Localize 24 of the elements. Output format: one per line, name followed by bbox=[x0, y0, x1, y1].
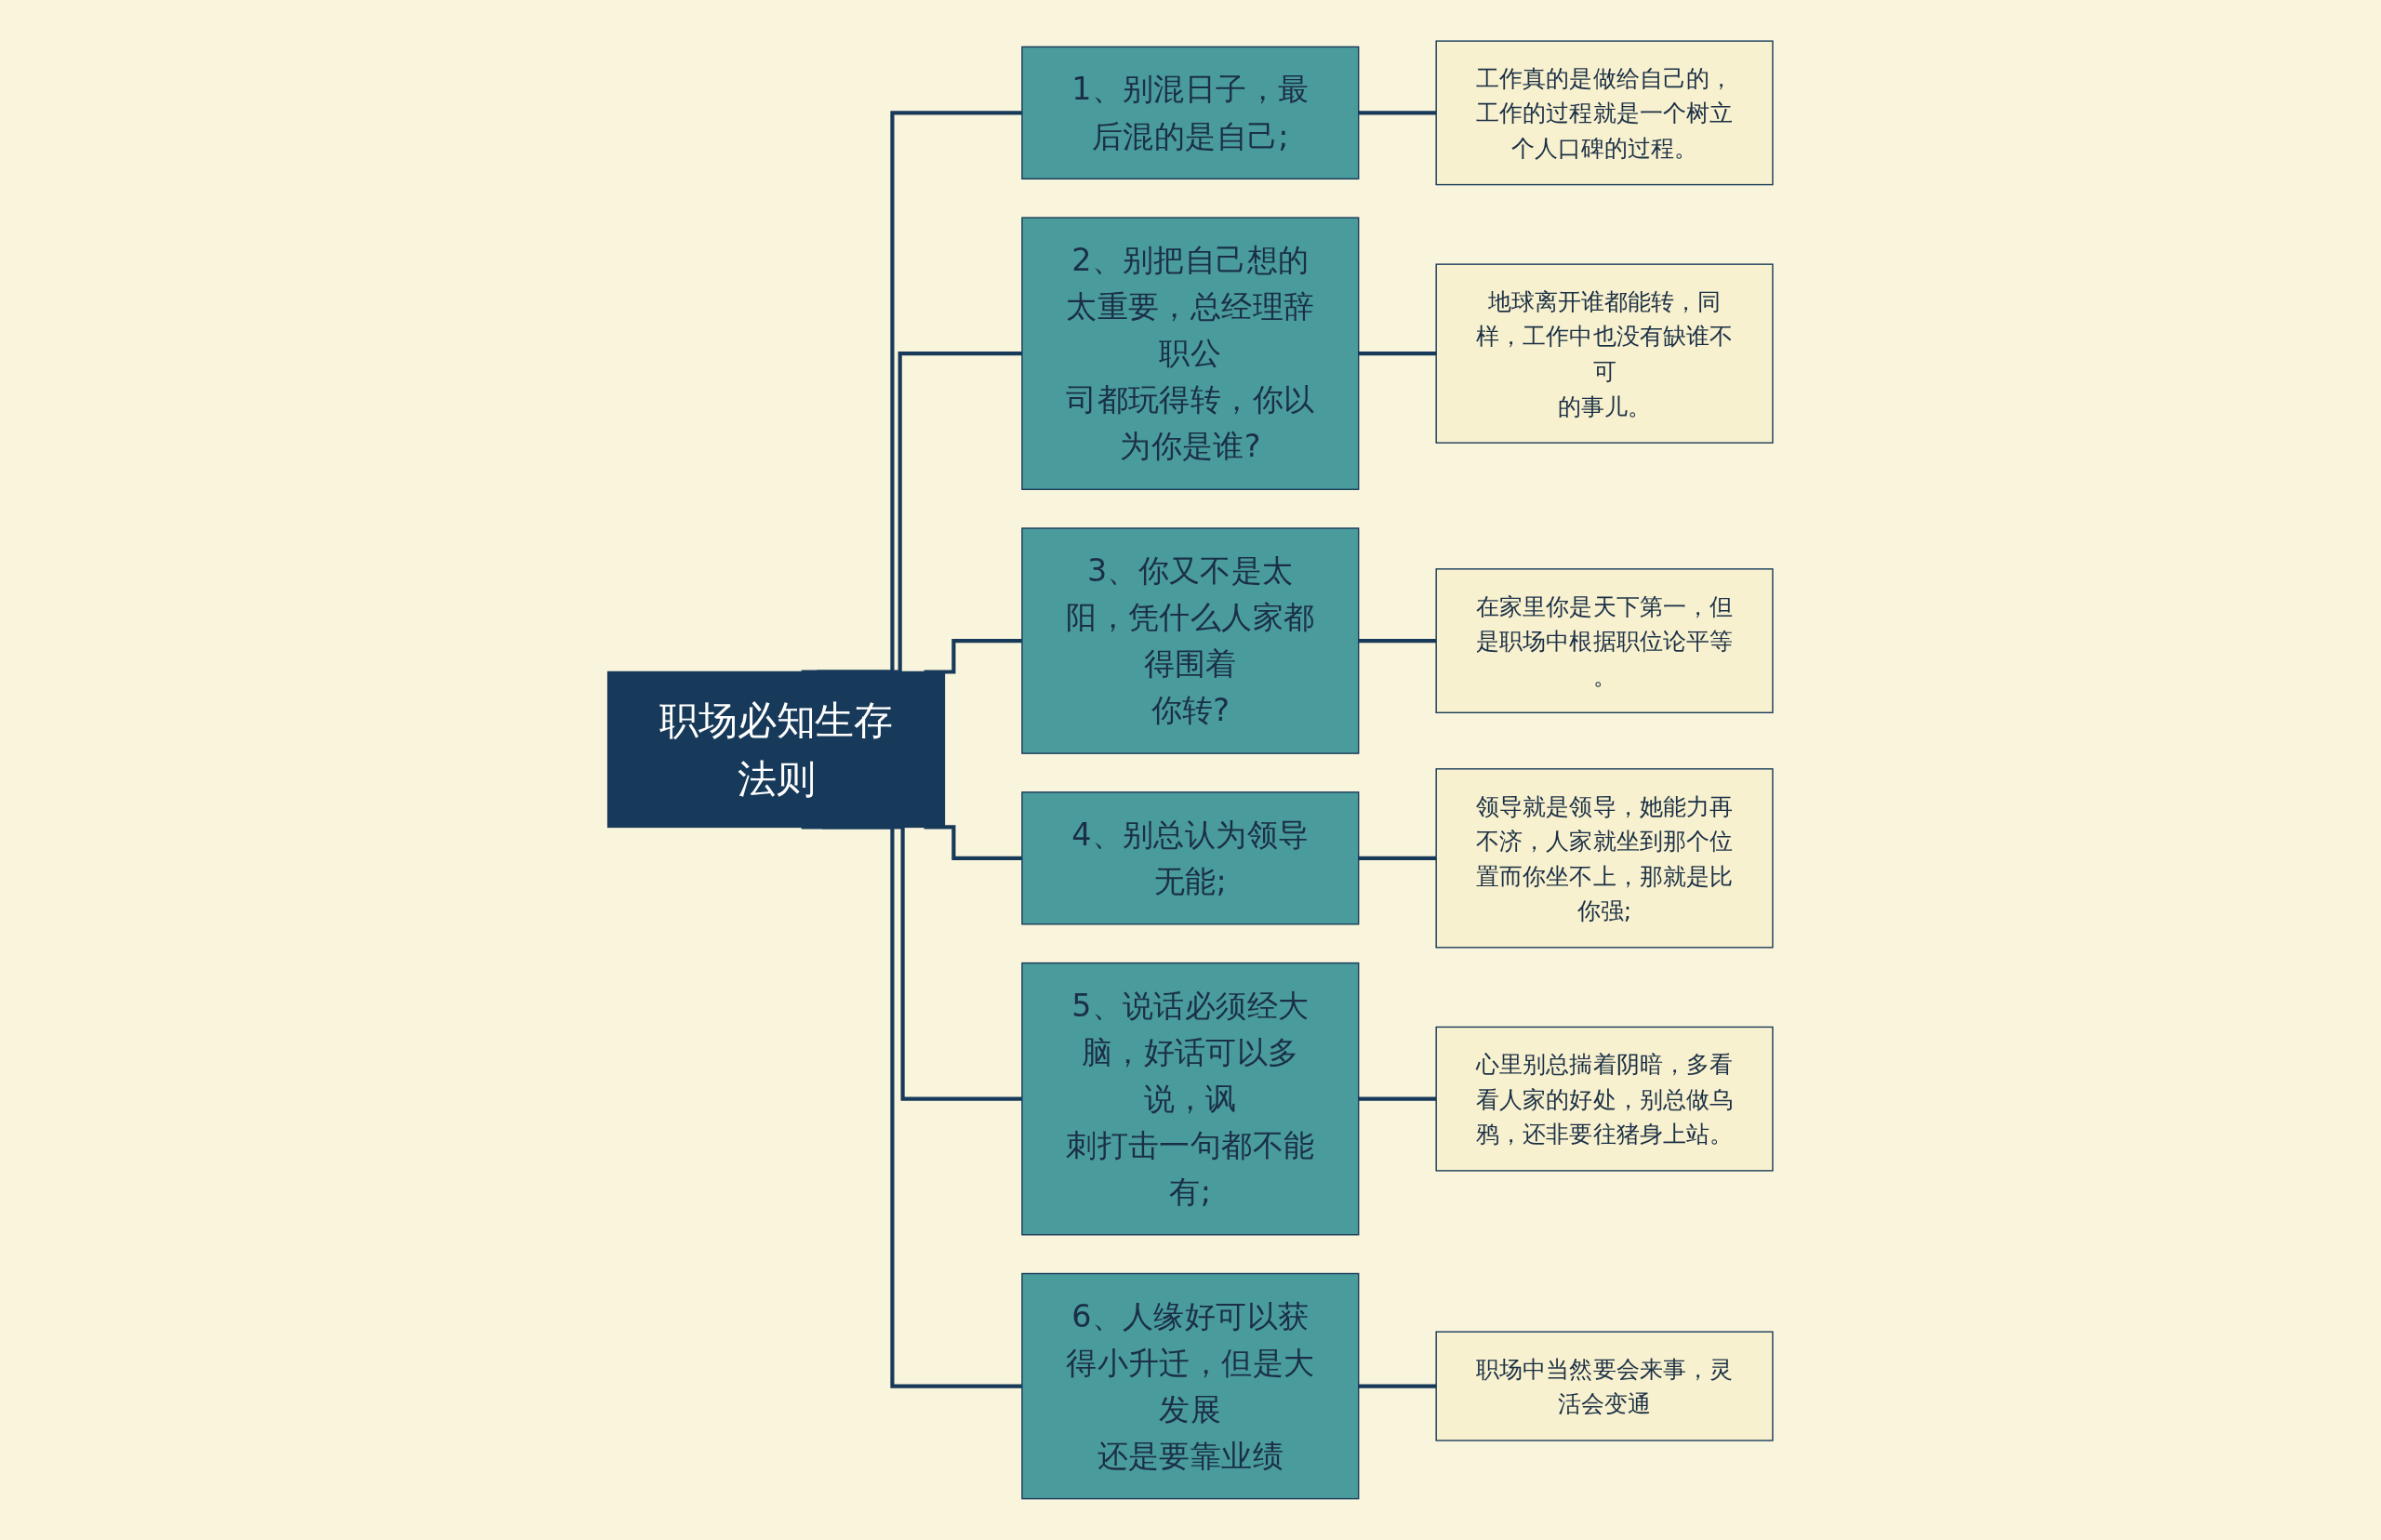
connector bbox=[801, 825, 1023, 1388]
node-box: 职场必知生存法则 bbox=[607, 670, 946, 829]
connector bbox=[1358, 352, 1437, 356]
connector bbox=[924, 825, 1023, 861]
connector bbox=[1358, 111, 1437, 115]
connector bbox=[1358, 1096, 1437, 1101]
connector bbox=[924, 639, 1023, 674]
node-box: 1、别混日子，最后混的是自己; bbox=[1021, 46, 1360, 180]
connector bbox=[1358, 856, 1437, 861]
connector bbox=[1358, 1384, 1437, 1388]
node-box: 心里别总揣着阴暗，多看看人家的好处，别总做乌鸦，还非要往猪身上站。 bbox=[1435, 1026, 1774, 1172]
node-box: 领导就是领导，她能力再不济，人家就坐到那个位置而你坐不上，那就是比你强; bbox=[1435, 768, 1774, 949]
node-box: 职场中当然要会来事，灵活会变通 bbox=[1435, 1331, 1774, 1441]
node-box: 4、别总认为领导无能; bbox=[1021, 791, 1360, 925]
node-box: 6、人缘好可以获得小升迁，但是大发展还是要靠业绩 bbox=[1021, 1272, 1360, 1500]
connector bbox=[1358, 639, 1437, 644]
node-box: 5、说话必须经大脑，好话可以多说，讽刺打击一句都不能有; bbox=[1021, 962, 1360, 1236]
connector bbox=[801, 111, 1023, 674]
connector bbox=[817, 352, 1023, 674]
node-box: 地球离开谁都能转，同样，工作中也没有缺谁不可的事儿。 bbox=[1435, 263, 1774, 444]
node-box: 在家里你是天下第一，但是职场中根据职位论平等。 bbox=[1435, 568, 1774, 714]
node-box: 3、你又不是太阳，凭什么人家都得围着你转? bbox=[1021, 527, 1360, 754]
node-box: 2、别把自己想的太重要，总经理辞职公司都玩得转，你以为你是谁? bbox=[1021, 217, 1360, 491]
node-box: 工作真的是做给自己的，工作的过程就是一个树立个人口碑的过程。 bbox=[1435, 40, 1774, 186]
